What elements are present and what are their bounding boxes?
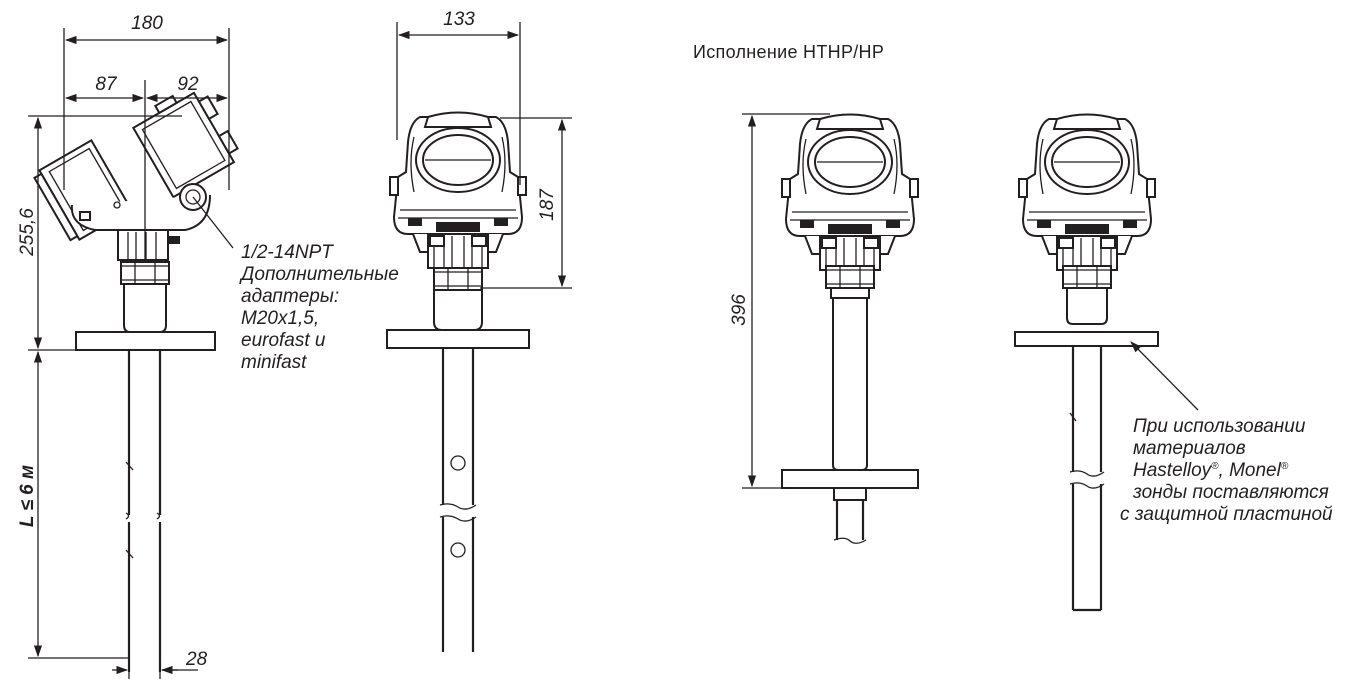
dimension-probe-length: L ≤ 6 м bbox=[17, 465, 38, 527]
svg-text:Hastelloy®, Monel®: Hastelloy®, Monel® bbox=[1133, 460, 1289, 481]
dimension-92: 92 bbox=[177, 74, 199, 95]
svg-text:материалов: материалов bbox=[1133, 438, 1246, 459]
dimension-28: 28 bbox=[185, 649, 208, 670]
svg-text:eurofast и: eurofast и bbox=[241, 330, 326, 351]
dimension-87: 87 bbox=[95, 74, 118, 95]
front-view-drawing bbox=[386, 111, 530, 652]
dimension-187: 187 bbox=[537, 188, 558, 221]
hthp-view-drawing bbox=[781, 113, 919, 544]
side-view-drawing bbox=[33, 91, 239, 672]
svg-text:1/2-14NPT: 1/2-14NPT bbox=[241, 242, 334, 263]
svg-text:При использовании: При использовании bbox=[1133, 416, 1306, 437]
svg-text:зонды поставляются: зонды поставляются bbox=[1132, 482, 1329, 503]
svg-text:с защитной пластиной: с защитной пластиной bbox=[1120, 504, 1333, 525]
svg-text:Дополнительные: Дополнительные bbox=[239, 264, 399, 285]
svg-text:адаптеры:: адаптеры: bbox=[241, 286, 339, 307]
svg-text:M20x1,5,: M20x1,5, bbox=[241, 308, 319, 329]
dimension-180: 180 bbox=[131, 13, 163, 34]
variant-caption: Исполнение HTHP/HP bbox=[693, 42, 884, 62]
material-note: При использовании материалов Hastelloy®,… bbox=[1120, 416, 1333, 525]
dimension-133: 133 bbox=[443, 9, 475, 30]
svg-text:minifast: minifast bbox=[241, 352, 307, 373]
dimension-lines bbox=[28, 22, 1199, 679]
dimension-255-6: 255,6 bbox=[17, 208, 38, 257]
dimension-396: 396 bbox=[729, 294, 750, 326]
hp-view-drawing bbox=[1014, 113, 1159, 612]
thread-note: 1/2-14NPT Дополнительные адаптеры: M20x1… bbox=[239, 242, 399, 373]
